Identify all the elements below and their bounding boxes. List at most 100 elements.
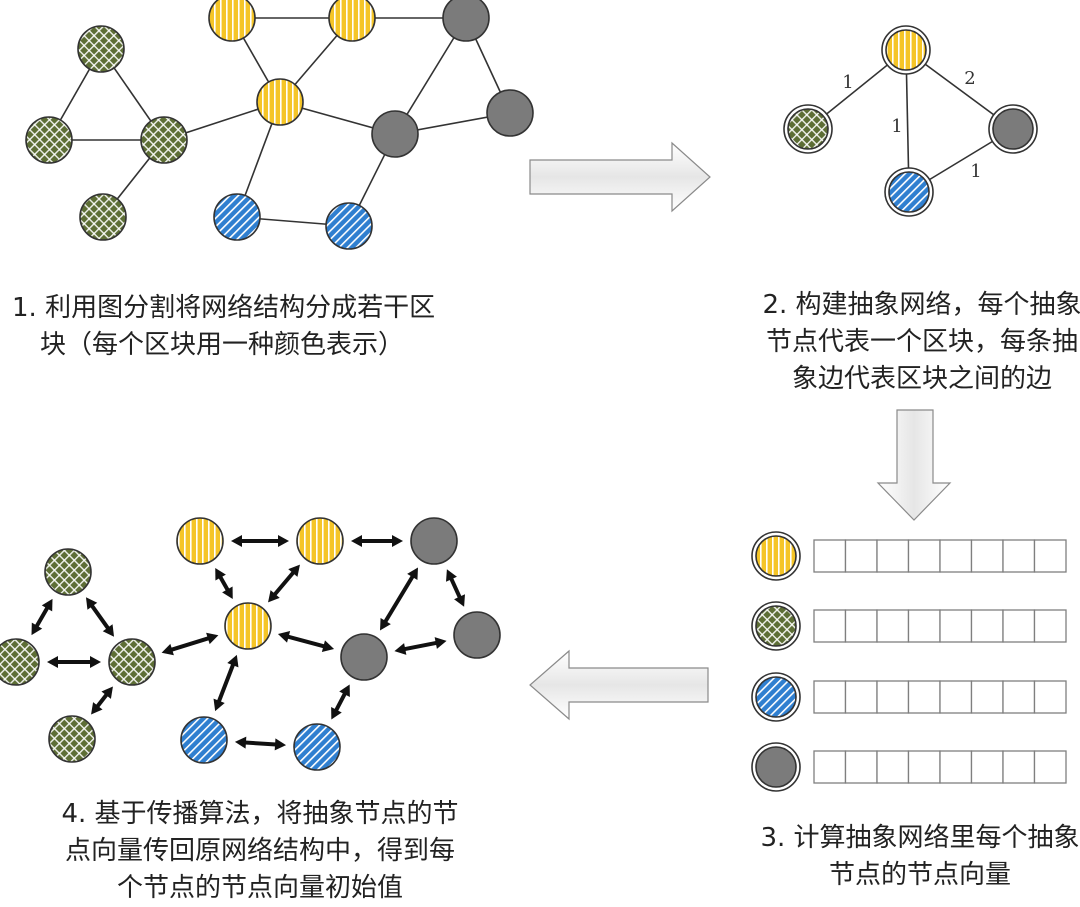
blue-node [293,723,341,771]
edge-weight-label: 1 [891,116,902,137]
flow-arrow-left [529,649,709,721]
step-3-caption-line: 节点的节点向量 [828,860,1011,890]
vector-cell [1002,539,1036,573]
vector-cell [1002,750,1036,784]
arrowhead [90,656,101,668]
propagation-arrow [213,654,239,712]
abstract-green-node [783,104,833,154]
vector-cell [1033,680,1067,714]
arrowhead [394,643,407,655]
vector-cell [907,539,941,573]
step-1-caption-line: 块（每个区块用一种颜色表示） [40,330,405,360]
vector-cell [970,750,1004,784]
propagation-arrow [215,567,233,600]
propagation-network-nodes [0,517,501,771]
original-network-nodes [25,0,534,250]
arrowhead [222,586,233,600]
arrowhead [234,736,247,749]
vector-cell [844,750,878,784]
node-vectors-panel [751,531,1067,792]
arrowhead [277,631,291,643]
arrowhead [31,622,43,636]
vector-cell [939,609,973,643]
arrowhead [231,535,242,547]
vector-cell [876,750,910,784]
arrowhead [434,637,447,649]
vector-cell [1002,609,1036,643]
abstract-network-nodes [783,25,1038,217]
vector-cell [876,680,910,714]
arrowhead [215,567,226,581]
arrowhead [213,698,225,712]
step-1-caption: 1. 利用图分割将网络结构分成若干区 块（每个区块用一种颜色表示） [12,290,492,364]
arrowhead [41,598,53,612]
vector-cell [844,680,878,714]
arrowhead [274,738,287,751]
vector-cell [970,609,1004,643]
vector-cell [813,680,847,714]
arrowhead [161,643,174,656]
step-4-caption-line: 点向量传回原网络结构中，得到每 [64,836,455,866]
arrowhead [288,564,300,577]
arrowhead [331,706,342,720]
green-node [77,25,125,73]
vector-row-blue [751,672,1067,722]
vector-cell [876,609,910,643]
arrowhead [85,597,98,610]
flow-arrow-down [876,409,952,521]
green-node [48,715,96,763]
gray-node [410,517,458,565]
propagation-arrow [380,567,418,631]
arrowhead [278,535,289,547]
vector-cell [939,750,973,784]
yellow-node [208,0,256,42]
arrowhead [102,624,115,637]
gray-node [442,0,490,42]
vector-cell [1002,680,1036,714]
step-2-caption-line: 象边代表区块之间的边 [791,364,1052,394]
arrowhead [268,590,280,603]
propagation-arrow [231,535,289,547]
arrowhead [446,569,457,582]
propagation-arrow [446,569,465,607]
vector-cell [813,609,847,643]
propagation-arrow [234,736,287,751]
propagation-arrow [331,684,350,720]
green-abstract-node [751,601,801,651]
blue-node [180,716,228,764]
propagation-arrow [351,535,403,547]
green-node [0,638,40,686]
propagation-arrow [161,632,219,656]
yellow-node [256,78,304,126]
yellow-node [176,517,224,565]
propagation-arrow [85,597,115,637]
edge-weight-label: 2 [964,68,975,89]
yellow-node [224,602,272,650]
flow-arrow-right [529,141,711,213]
green-node [79,193,127,241]
vector-cell [1033,609,1067,643]
vector-cell [939,539,973,573]
green-node [25,116,73,164]
propagation-arrow [268,564,300,603]
gray-abstract-node [751,742,801,792]
abstract-yellow-node [881,25,931,75]
original-network-panel [25,0,534,250]
arrowhead [339,684,350,698]
vector-cell [907,680,941,714]
gray-node [371,110,419,158]
arrowhead [454,594,465,607]
edge-weight-label: 1 [842,72,853,93]
blue-node [325,202,373,250]
gray-node [453,611,501,659]
step-3-caption: 3. 计算抽象网络里每个抽象 节点的节点向量 [730,820,1080,894]
blue-abstract-node [751,672,801,722]
arrowhead [321,640,335,652]
step-4-caption-line: 个节点的节点向量初始值 [116,873,403,903]
abstract-gray-node [988,104,1038,154]
yellow-node [328,0,376,42]
green-node [44,548,92,596]
gray-node [486,89,534,137]
vector-cell [907,609,941,643]
